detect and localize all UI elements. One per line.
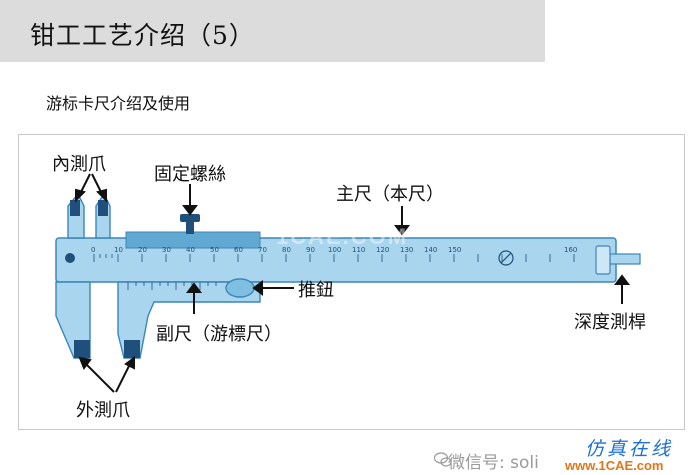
scale-number: 140 — [424, 246, 438, 254]
page-title: 钳工工艺介绍（5） — [30, 21, 255, 50]
wechat-icon — [434, 452, 452, 467]
label-vernier-scale: 副尺（游標尺） — [156, 324, 282, 345]
scale-number: 150 — [448, 246, 462, 254]
scale-number: 120 — [376, 246, 390, 254]
lock-screw-head — [180, 214, 200, 222]
scale-number: 40 — [186, 246, 195, 254]
scale-number: 80 — [282, 246, 291, 254]
label-outer-jaws: 外測爪 — [76, 400, 130, 421]
brand-dial-icon — [498, 250, 514, 266]
caliper-illustration — [18, 134, 685, 430]
scale-number: 30 — [162, 246, 171, 254]
brand-name: 仿真在线 — [585, 438, 674, 460]
overlay-watermark: 1CAE.COM — [276, 224, 409, 249]
depth-rod-end — [595, 245, 611, 275]
scale-number: 0 — [91, 246, 96, 254]
caliper-figure: 0 10 20 30 40 50 60 70 80 90 100 110 120… — [18, 134, 685, 430]
scale-number: 50 — [210, 246, 219, 254]
section-subtitle: 游标卡尺介绍及使用 — [46, 94, 191, 113]
scale-number: 160 — [564, 246, 578, 254]
label-thumb-wheel: 推鈕 — [298, 280, 334, 301]
scale-number: 20 — [138, 246, 147, 254]
title-bar: 钳工工艺介绍（5） — [0, 0, 545, 62]
outer-jaw-tip-right — [124, 340, 140, 358]
scale-numbers: 0 10 20 30 40 50 60 70 80 90 100 110 120… — [18, 246, 685, 258]
lock-screw-stem — [186, 220, 194, 234]
thumb-wheel — [225, 278, 255, 298]
brand-url: www.1CAE.com — [565, 458, 664, 473]
inner-jaw-tip-left — [70, 200, 80, 216]
wechat-watermark: 微信号: soli — [448, 453, 539, 473]
label-lock-screw: 固定螺絲 — [154, 164, 226, 185]
vernier-scale-ticks — [127, 282, 217, 290]
label-depth-rod: 深度測桿 — [574, 312, 646, 333]
scale-number: 100 — [328, 246, 342, 254]
inner-jaw-tip-right — [98, 200, 108, 216]
scale-number: 10 — [114, 246, 123, 254]
scale-number: 90 — [306, 246, 315, 254]
scale-number: 60 — [234, 246, 243, 254]
scale-number: 130 — [400, 246, 414, 254]
label-main-scale: 主尺（本尺） — [336, 184, 444, 205]
scale-number: 110 — [352, 246, 366, 254]
maker-logo-icon — [65, 253, 75, 263]
outer-jaw-tip-left — [74, 340, 90, 358]
scale-number: 70 — [258, 246, 267, 254]
label-inner-jaws: 內測爪 — [52, 154, 106, 175]
main-scale-ticks — [93, 254, 575, 262]
